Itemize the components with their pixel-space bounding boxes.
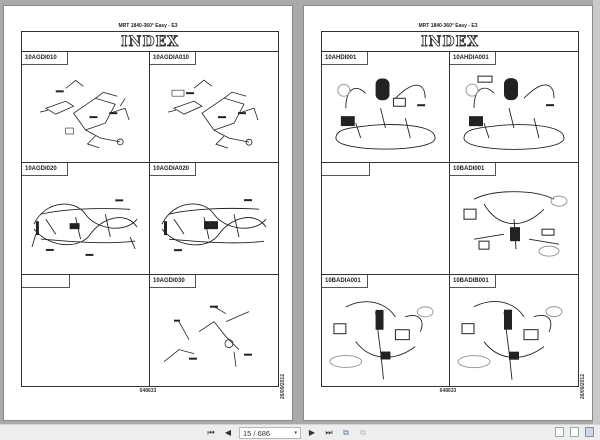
page-number-value: 15 / 686	[243, 428, 271, 438]
cell-label: 10AGDI030	[150, 274, 196, 288]
cell-label: 10BADIA001	[322, 274, 368, 288]
hydraulic-diagram	[154, 291, 274, 382]
cell-label: 10BADIB001	[450, 274, 496, 288]
index-frame: INDEX 10AGDI010	[21, 31, 279, 387]
next-page-icon[interactable]: ▶	[308, 428, 316, 437]
view-mode-buttons	[555, 427, 594, 437]
index-frame: INDEX 10AHDI001	[321, 31, 579, 387]
single-page-view-icon[interactable]	[555, 427, 564, 437]
continuous-view-icon[interactable]	[570, 427, 579, 437]
index-cell-empty	[22, 274, 150, 386]
cell-label: 10AGDIA020	[150, 163, 196, 177]
prev-page-icon[interactable]: ◀	[224, 428, 232, 437]
page-navigation: ⏮ ◀ 15 / 686 ▾ ▶ ⏭ ⧉ ⧉	[205, 426, 369, 440]
cell-label: 10AGDI020	[22, 163, 68, 177]
index-cell[interactable]: 10AHDI001	[322, 52, 450, 164]
hydraulic-diagram	[26, 179, 145, 269]
cell-label: 10AGDIA010	[150, 52, 196, 65]
navigation-toolbar: ⏮ ◀ 15 / 686 ▾ ▶ ⏭ ⧉ ⧉	[0, 424, 600, 440]
page-right: MRT 1840-360° Easy - E3 INDEX 10AHDI001	[303, 5, 593, 421]
cell-label: 10AHDIA001	[450, 52, 496, 65]
hydraulic-diagram	[154, 179, 274, 269]
index-cell[interactable]: 10AGDIA010	[150, 52, 278, 164]
cell-label	[322, 163, 370, 177]
hydraulic-diagram	[26, 68, 145, 158]
cell-label: 10BADI001	[450, 163, 496, 177]
index-cell[interactable]: 10AGDI020	[22, 163, 150, 275]
two-page-view-icon[interactable]	[585, 427, 594, 437]
paste-icon[interactable]: ⧉	[360, 428, 366, 437]
cell-label: 10AGDI010	[22, 52, 68, 65]
page-footer: 648633	[139, 388, 157, 394]
index-grid: 10AGDI010 1	[22, 52, 278, 386]
index-title: INDEX	[322, 32, 578, 52]
vertical-scrollbar[interactable]	[593, 0, 600, 424]
electrical-diagram	[454, 68, 574, 158]
copy-icon[interactable]: ⧉	[343, 428, 349, 437]
electrical-diagram	[326, 68, 445, 158]
hydraulic-diagram	[154, 68, 274, 158]
last-page-icon[interactable]: ⏭	[325, 428, 333, 437]
index-cell-empty	[322, 163, 450, 275]
index-cell[interactable]: 10AGDIA020	[150, 163, 278, 275]
index-cell[interactable]: 10AHDIA001	[450, 52, 578, 164]
electrical-diagram	[326, 291, 445, 382]
first-page-icon[interactable]: ⏮	[207, 428, 215, 437]
diagram-drawing	[39, 79, 130, 149]
electrical-diagram	[454, 179, 574, 269]
index-cell[interactable]: 10BADIA001	[322, 274, 450, 386]
document-viewer: MRT 1840-360° Easy - E3 INDEX 10AGDI010	[3, 0, 600, 424]
index-cell[interactable]: 10AGDI010	[22, 52, 150, 164]
electrical-diagram	[454, 291, 574, 382]
page-header: MRT 1840-360° Easy - E3	[118, 23, 178, 29]
page-number-input[interactable]: 15 / 686 ▾	[239, 427, 301, 439]
revision-date: 26/09/2012	[580, 374, 586, 400]
index-grid: 10AHDI001 10A	[322, 52, 578, 386]
page-left: MRT 1840-360° Easy - E3 INDEX 10AGDI010	[3, 5, 293, 421]
chevron-down-icon[interactable]: ▾	[294, 430, 297, 436]
cell-label	[22, 274, 70, 288]
index-cell[interactable]: 10AGDI030	[150, 274, 278, 386]
revision-date: 26/09/2012	[280, 374, 286, 400]
page-footer: 648633	[439, 388, 457, 394]
index-cell[interactable]: 10BADIB001	[450, 274, 578, 386]
index-cell[interactable]: 10BADI001	[450, 163, 578, 275]
page-header: MRT 1840-360° Easy - E3	[418, 23, 478, 29]
index-title: INDEX	[22, 32, 278, 52]
cell-label: 10AHDI001	[322, 52, 368, 65]
